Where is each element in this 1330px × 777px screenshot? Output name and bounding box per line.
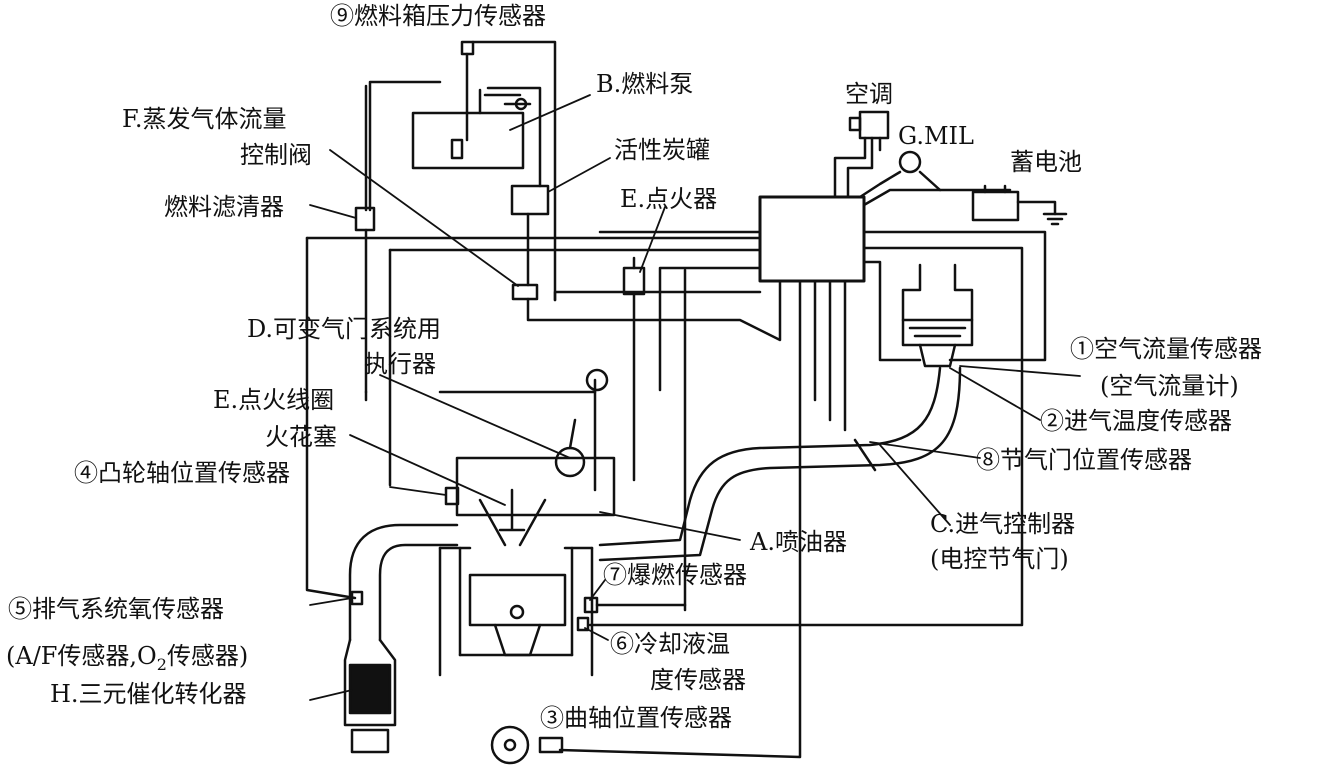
label-battery: 蓄电池 — [1010, 148, 1082, 176]
ecu-box — [758, 195, 866, 283]
exhaust-pipe — [348, 523, 459, 642]
crankshaft-gear — [490, 725, 530, 765]
label-af-sensor: (A/F传感器,O2传感器) — [6, 642, 249, 673]
camshaft-sensor-box — [444, 486, 460, 506]
label-intake-controller-line2: (电控节气门) — [930, 545, 1069, 573]
label-fuel-tank-pressure-sensor: ⑨燃料箱压力传感器 — [330, 2, 546, 30]
label-af-sensor-part-a: (A/F传感器,O — [6, 642, 157, 670]
label-vvt-actuator-line1: D.可变气门系统用 — [247, 315, 442, 343]
label-knock-sensor: ⑦爆燃传感器 — [603, 561, 747, 589]
label-injector: A.喷油器 — [750, 528, 847, 556]
label-ignition-coil: E.点火线圈 — [213, 386, 335, 414]
label-vvt-actuator-line2: 执行器 — [364, 350, 436, 378]
label-fuel-pump: B.燃料泵 — [596, 70, 694, 98]
label-coolant-sensor-line2: 度传感器 — [650, 666, 746, 694]
charcoal-canister-box — [510, 184, 550, 216]
intake-tract — [598, 366, 942, 547]
label-intake-temp-sensor: ②进气温度传感器 — [1040, 407, 1232, 435]
label-evap-flow-valve-line2: 控制阀 — [240, 141, 312, 169]
label-airflow-sensor-line2: (空气流量计) — [1100, 372, 1239, 400]
label-coolant-sensor-line1: ⑥冷却液温 — [610, 630, 730, 658]
label-camshaft-sensor: ④凸轮轴位置传感器 — [74, 459, 290, 487]
engine-head — [455, 456, 616, 517]
fuel-tank-pressure-sensor-box — [460, 40, 475, 56]
piston — [468, 573, 567, 627]
air-conditioner-box — [858, 110, 890, 140]
battery-box — [971, 190, 1020, 222]
label-mil: G.MIL — [898, 122, 974, 150]
label-intake-controller-line1: C.进气控制器 — [930, 510, 1076, 538]
label-fuel-filter: 燃料滤清器 — [164, 193, 284, 221]
label-air-conditioner: 空调 — [845, 80, 893, 108]
evap-valve-box — [511, 283, 539, 301]
label-igniter: E.点火器 — [620, 185, 718, 213]
label-evap-flow-valve-line1: F.蒸发气体流量 — [122, 105, 287, 133]
label-oxygen-sensor: ⑤排气系统氧传感器 — [8, 595, 224, 623]
cylinder-block — [438, 546, 594, 677]
vvt-actuator — [554, 446, 586, 478]
label-catalytic-converter: H.三元催化转化器 — [50, 680, 247, 708]
fuel-pump-box — [450, 138, 464, 160]
label-crankshaft-sensor: ③曲轴位置传感器 — [540, 704, 732, 732]
label-spark-plug: 火花塞 — [265, 423, 337, 451]
label-airflow-sensor-line1: ①空气流量传感器 — [1070, 335, 1262, 363]
label-throttle-position-sensor: ⑧节气门位置传感器 — [976, 446, 1192, 474]
label-charcoal-canister: 活性炭罐 — [614, 136, 710, 164]
fuel-filter-box — [354, 206, 376, 232]
label-af-sensor-subscript: 2 — [156, 655, 167, 674]
crankshaft-sensor-box — [538, 736, 564, 754]
label-af-sensor-part-b: 传感器) — [166, 642, 249, 670]
coolant-sensor-box — [576, 616, 590, 632]
mil-lamp — [898, 150, 922, 174]
catalytic-converter — [343, 638, 397, 727]
